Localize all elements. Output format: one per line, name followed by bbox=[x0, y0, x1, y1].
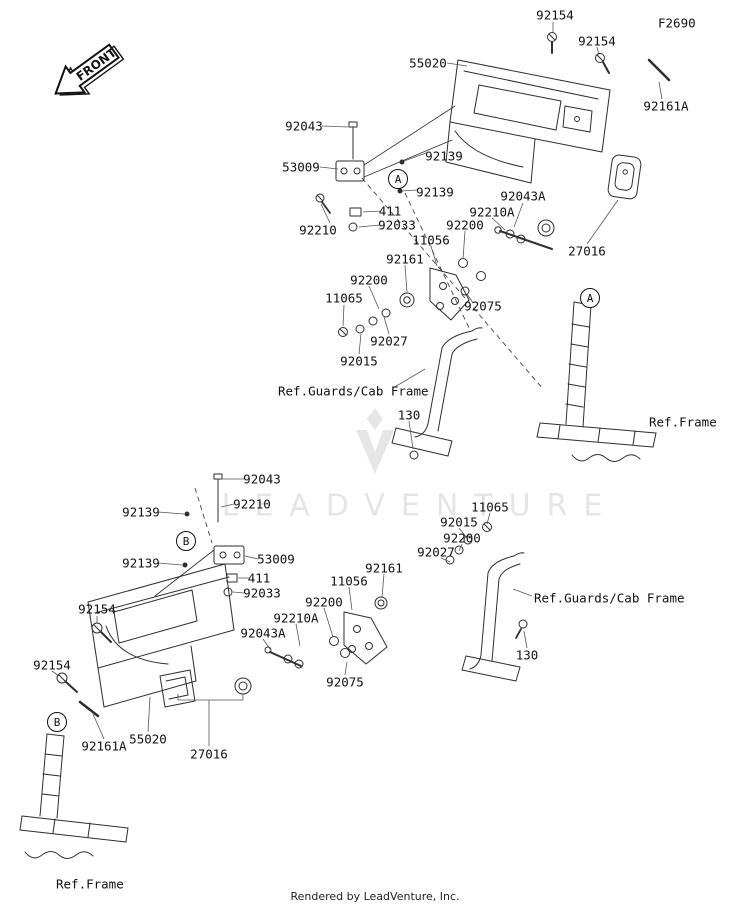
part-label-92139: 92139 bbox=[425, 148, 463, 164]
part-label-92043a: 92043A bbox=[500, 188, 546, 204]
hinge-bottom bbox=[154, 473, 245, 597]
footer-credit: Rendered by LeadVenture, Inc. bbox=[290, 890, 460, 903]
part-label-92154: 92154 bbox=[33, 657, 71, 673]
part-label-411: 411 bbox=[247, 570, 271, 586]
part-label-92161a: 92161A bbox=[81, 738, 127, 754]
flame-logo bbox=[356, 408, 394, 474]
part-label-92043: 92043 bbox=[285, 118, 323, 134]
callout-B: B bbox=[176, 531, 196, 551]
part-label-92210a: 92210A bbox=[469, 204, 515, 220]
tailgate-bottom bbox=[87, 563, 235, 708]
part-label-92015: 92015 bbox=[340, 353, 378, 369]
tailgate-top bbox=[445, 59, 611, 184]
part-label-92200: 92200 bbox=[443, 530, 481, 546]
frame-bottom-left bbox=[19, 733, 129, 859]
part-label-11056: 11056 bbox=[412, 232, 450, 248]
part-label-ref-frame: Ref.Frame bbox=[649, 414, 717, 430]
part-label-ref-guards-cab-frame: Ref.Guards/Cab Frame bbox=[534, 590, 685, 606]
hardware-bottom bbox=[56, 522, 528, 718]
part-label-92200: 92200 bbox=[446, 217, 484, 233]
part-label-92075: 92075 bbox=[464, 298, 502, 314]
latch-top bbox=[607, 154, 642, 200]
part-label-92210: 92210 bbox=[299, 222, 337, 238]
callout-B: B bbox=[47, 712, 67, 732]
part-label-11065: 11065 bbox=[471, 499, 509, 515]
part-label-92200: 92200 bbox=[350, 272, 388, 288]
part-label-92027: 92027 bbox=[370, 333, 408, 349]
part-label-92015: 92015 bbox=[440, 514, 478, 530]
part-label-53009: 53009 bbox=[257, 551, 295, 567]
hardware-top bbox=[315, 32, 671, 337]
part-label-92154: 92154 bbox=[578, 33, 616, 49]
part-label-92033: 92033 bbox=[243, 585, 281, 601]
part-label-411: 411 bbox=[378, 203, 402, 219]
part-label-92154: 92154 bbox=[536, 7, 574, 23]
part-label-92161: 92161 bbox=[365, 560, 403, 576]
guard-bar-top bbox=[391, 327, 483, 460]
part-label-92200: 92200 bbox=[305, 594, 343, 610]
part-label-27016: 27016 bbox=[190, 746, 228, 762]
part-label-92139: 92139 bbox=[416, 184, 454, 200]
front-arrow: FRONT bbox=[54, 43, 125, 96]
guard-bar-bottom bbox=[461, 552, 525, 682]
watermark-text: LEADVENTURE bbox=[221, 488, 619, 524]
part-label-11065: 11065 bbox=[325, 290, 363, 306]
part-label-92139: 92139 bbox=[122, 555, 160, 571]
part-label-92210a: 92210A bbox=[273, 610, 319, 626]
part-label-ref-frame: Ref.Frame bbox=[56, 876, 124, 892]
callout-A: A bbox=[580, 288, 600, 308]
part-label-130: 130 bbox=[515, 647, 539, 663]
part-label-92139: 92139 bbox=[122, 504, 160, 520]
callout-A: A bbox=[388, 169, 408, 189]
assembly-dashed-lines bbox=[194, 177, 544, 544]
part-label-130: 130 bbox=[397, 407, 421, 423]
page-code: F2690 bbox=[658, 15, 696, 31]
part-label-92033: 92033 bbox=[378, 217, 416, 233]
part-label-92154: 92154 bbox=[78, 601, 116, 617]
part-label-11056: 11056 bbox=[330, 573, 368, 589]
part-label-27016: 27016 bbox=[568, 243, 606, 259]
part-label-ref-guards-cab-frame: Ref.Guards/Cab Frame bbox=[278, 383, 429, 399]
part-label-55020: 55020 bbox=[129, 731, 167, 747]
part-label-55020: 55020 bbox=[409, 55, 447, 71]
frame-top-right bbox=[536, 301, 657, 462]
part-label-92075: 92075 bbox=[326, 674, 364, 690]
hinge-top bbox=[335, 105, 456, 182]
part-label-92210: 92210 bbox=[233, 496, 271, 512]
part-label-92043a: 92043A bbox=[240, 625, 286, 641]
leader-lines bbox=[51, 22, 663, 746]
part-label-92161: 92161 bbox=[386, 251, 424, 267]
part-label-92161a: 92161A bbox=[643, 98, 689, 114]
part-label-92027: 92027 bbox=[417, 544, 455, 560]
part-label-92043: 92043 bbox=[243, 471, 281, 487]
part-label-53009: 53009 bbox=[282, 159, 320, 175]
